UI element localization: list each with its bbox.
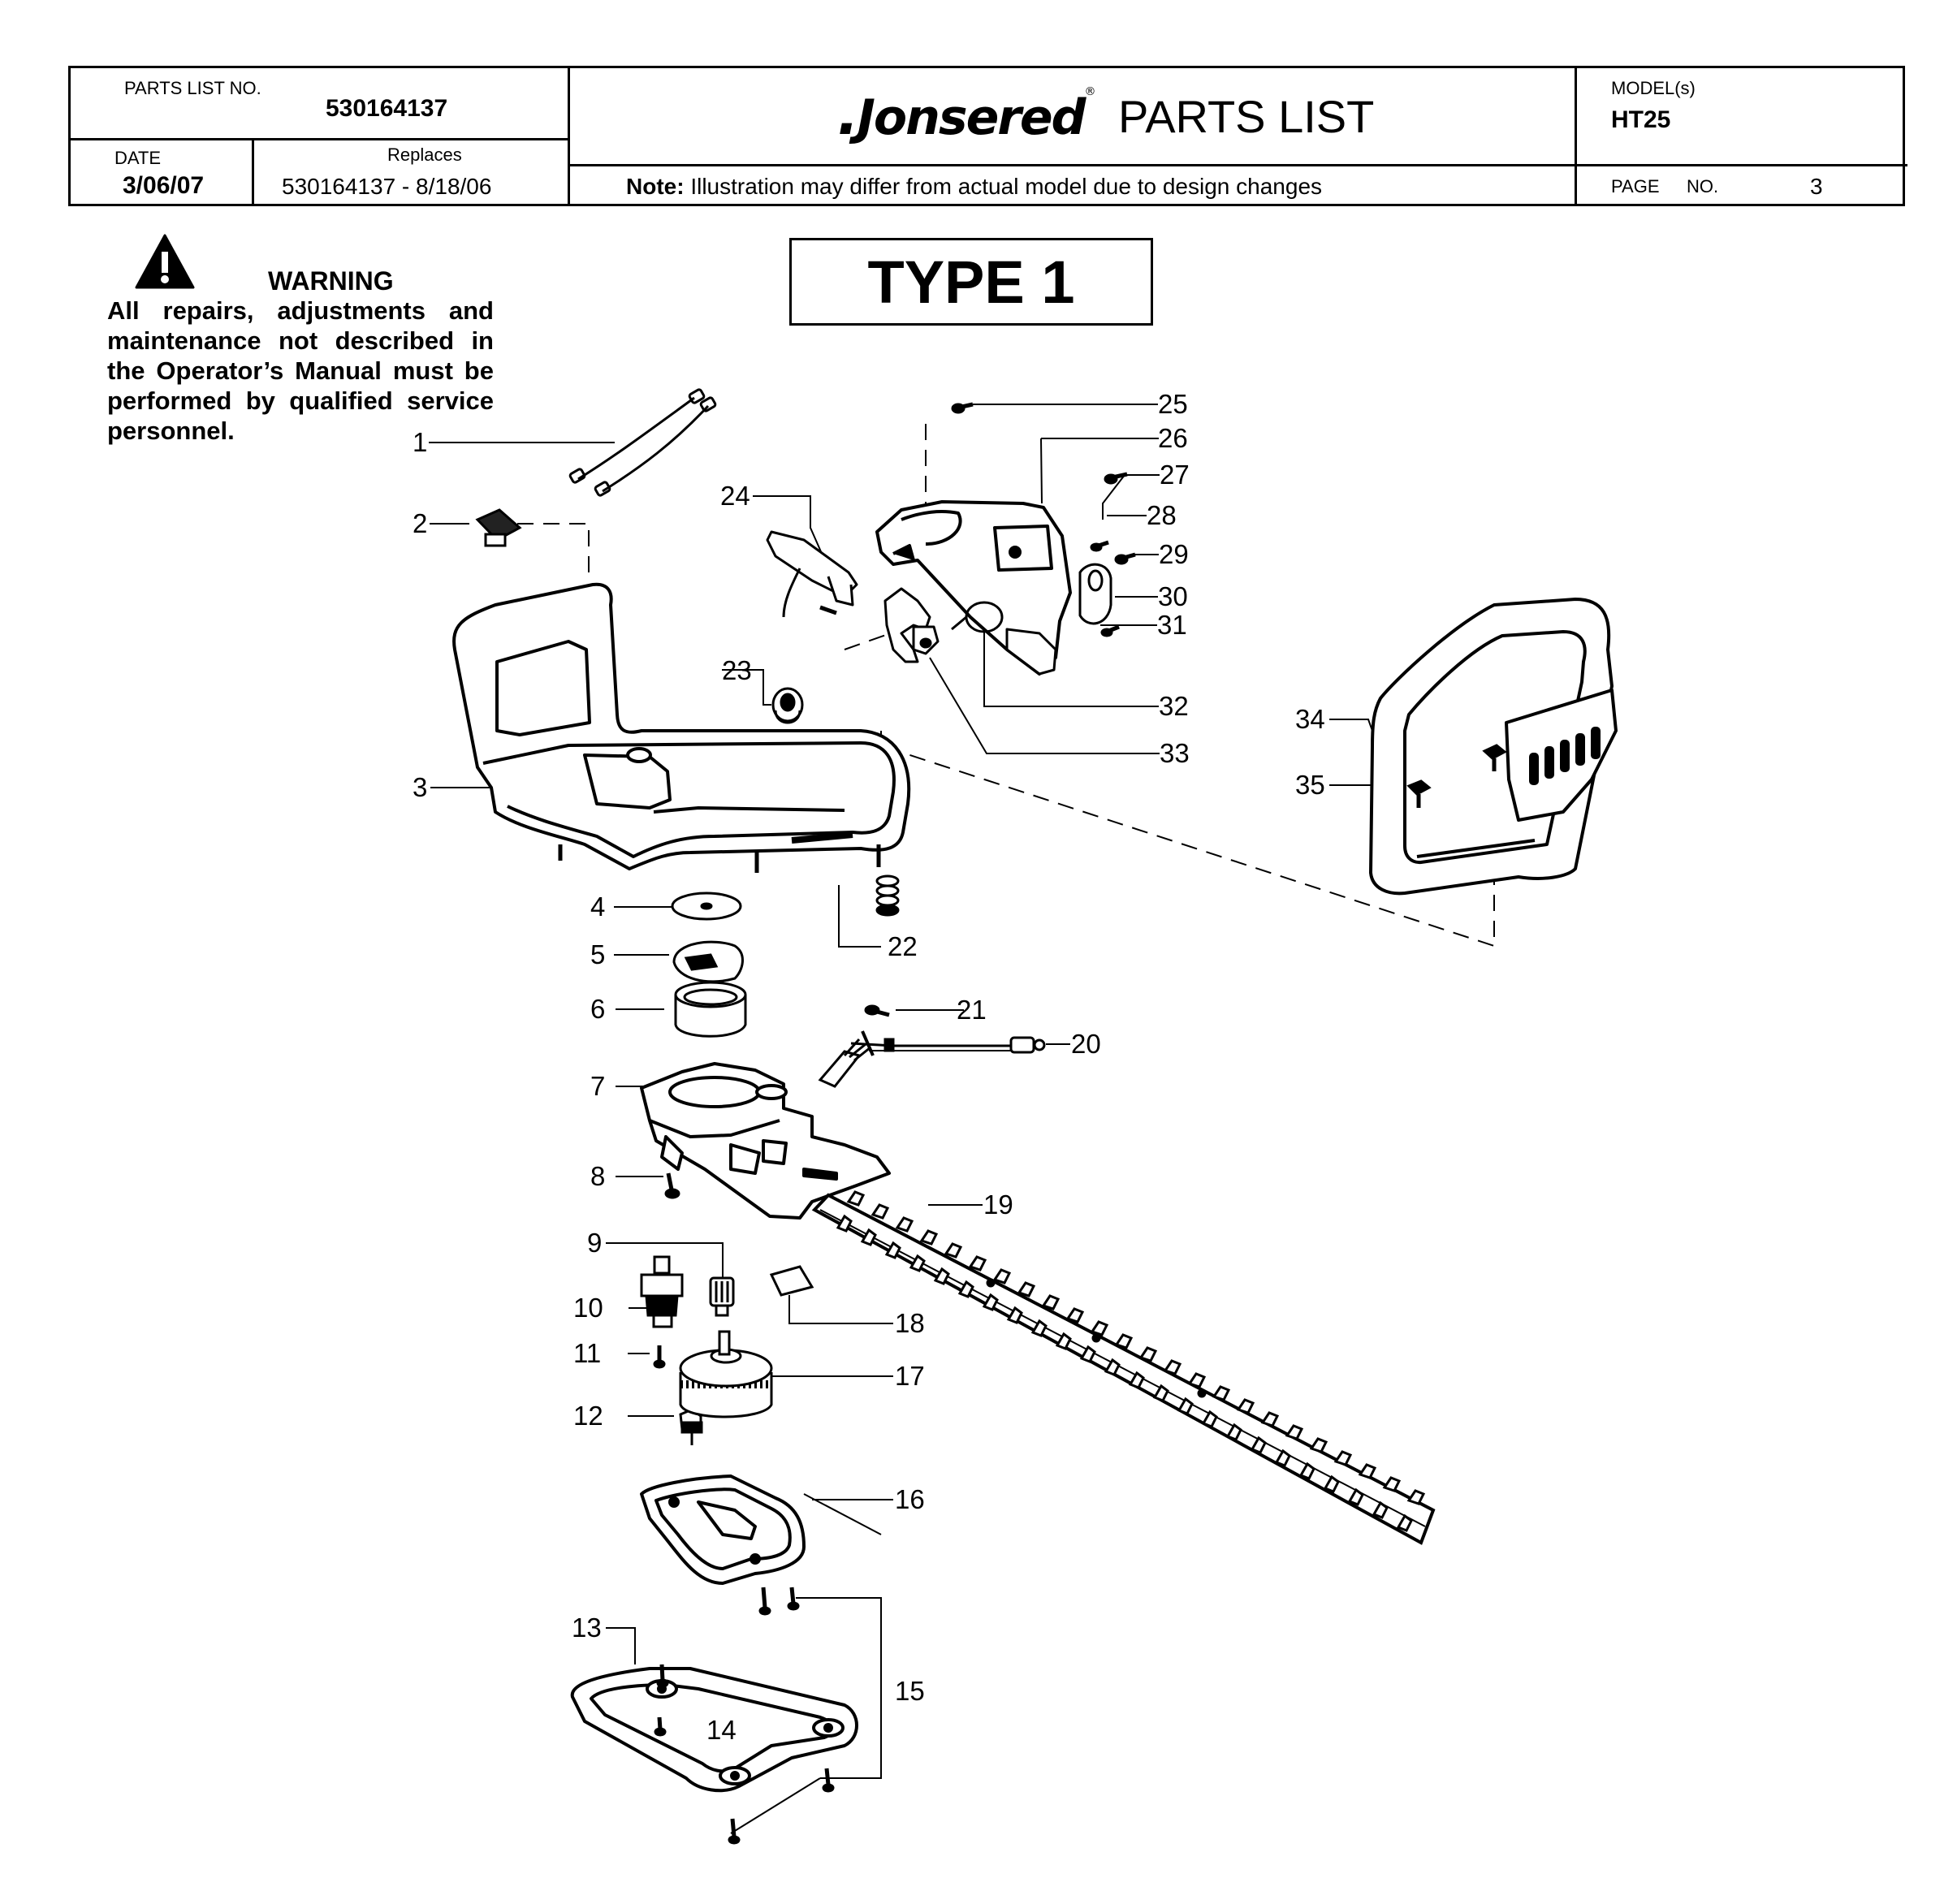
part-24-throttle-lock: [766, 530, 858, 618]
callout-18: 18: [895, 1308, 925, 1338]
part-13-bottom-guard: [570, 1667, 858, 1793]
part-7-gear-housing: [640, 1062, 891, 1220]
callout-19: 19: [983, 1189, 1013, 1220]
illustration-note: Note: Illustration may differ from actua…: [626, 174, 1323, 199]
models-value: HT25: [1611, 106, 1671, 133]
part-16-cover-plate: [640, 1474, 806, 1585]
type-label: TYPE 1: [789, 238, 1153, 326]
parts-list-number: 530164137: [326, 95, 448, 122]
callout-1: 1: [413, 427, 427, 457]
callout-25: 25: [1158, 389, 1188, 419]
callout-34: 34: [1295, 704, 1325, 734]
header-divider: [252, 138, 254, 204]
callout-13: 13: [572, 1613, 602, 1643]
part-11-screw: [653, 1345, 666, 1369]
header-divider: [1575, 164, 1907, 166]
callout-29: 29: [1159, 539, 1189, 569]
part-27-screw: [1104, 473, 1118, 485]
part-14-screws: [654, 1664, 669, 1737]
brand-logo: .Jonsered®: [837, 81, 1096, 148]
part-35-screws: [1406, 744, 1507, 808]
part-6-clutch-drum: [674, 981, 747, 1038]
date-label: DATE: [114, 148, 162, 168]
page-number: 3: [1810, 174, 1823, 199]
callout-9: 9: [587, 1228, 602, 1258]
callout-6: 6: [590, 994, 605, 1024]
callout-labels: 1 2 3 4 5 6 7 8 9 10 11 12 13 14 15 16 1…: [413, 389, 1325, 1745]
callout-10: 10: [573, 1293, 603, 1323]
date-value: 3/06/07: [123, 172, 205, 199]
part-20-throttle-cable: [818, 1030, 1046, 1088]
page-title: PARTS LIST: [1118, 91, 1375, 142]
callout-14: 14: [706, 1715, 737, 1745]
callout-35: 35: [1295, 770, 1325, 800]
callout-32: 32: [1159, 691, 1189, 721]
header-divider: [1575, 68, 1577, 204]
callout-33: 33: [1160, 738, 1190, 768]
callout-24: 24: [720, 481, 750, 511]
callout-3: 3: [413, 772, 427, 802]
warning-text: All repairs, adjustments and maintenance…: [107, 296, 494, 445]
part-30-trigger-plate: [1078, 563, 1112, 625]
header-divider: [71, 138, 568, 140]
callout-2: 2: [413, 508, 427, 538]
cover-screws: [951, 402, 1136, 637]
page-label: PAGE: [1611, 176, 1660, 196]
callout-15: 15: [895, 1676, 925, 1706]
callout-28: 28: [1147, 500, 1177, 530]
models-label: MODEL(s): [1611, 78, 1696, 98]
callout-8: 8: [590, 1161, 605, 1191]
part-22-spring: [875, 874, 900, 917]
part-23-plug: [771, 687, 804, 724]
page-no-label: NO.: [1687, 176, 1719, 196]
part-1-wire-harness: [568, 388, 717, 497]
callout-26: 26: [1158, 423, 1188, 453]
callout-17: 17: [895, 1361, 925, 1391]
callout-12: 12: [573, 1401, 603, 1431]
part-28-screw: [1090, 542, 1103, 552]
part-15-screws: [728, 1587, 835, 1845]
parts-list-header: PARTS LIST NO. 530164137 DATE 3/06/07 Re…: [68, 66, 1907, 206]
callout-4: 4: [590, 892, 605, 922]
callout-30: 30: [1158, 581, 1188, 611]
part-26-lower-cover: [1005, 628, 1057, 676]
callout-5: 5: [590, 939, 605, 969]
callout-23: 23: [722, 655, 752, 685]
warning-triangle-icon: [135, 234, 195, 289]
parts-list-no-label: PARTS LIST NO.: [124, 78, 261, 98]
part-3-rear-handle-housing: [452, 582, 911, 873]
callout-7: 7: [590, 1071, 605, 1101]
part-25-screw: [951, 403, 966, 414]
callout-31: 31: [1157, 610, 1187, 640]
part-21-screw: [864, 1004, 890, 1017]
callout-20: 20: [1071, 1029, 1101, 1059]
part-19-cutting-blade: [811, 1190, 1436, 1545]
part-18-felt-pad: [769, 1265, 814, 1297]
part-33-throttle-trigger: [883, 587, 940, 663]
part-4-washer: [671, 892, 742, 921]
part-32-torsion-spring: [951, 601, 1004, 633]
callout-27: 27: [1160, 460, 1190, 490]
callout-21: 21: [957, 995, 987, 1025]
header-divider: [568, 68, 570, 204]
part-5-clutch-plate: [672, 940, 744, 983]
part-31-screw: [1100, 628, 1113, 637]
part-2-switch: [475, 508, 522, 547]
part-8-screw: [664, 1172, 680, 1199]
part-10-drive-shaft-bearing: [640, 1255, 684, 1328]
part-17-crank-gear: [679, 1330, 773, 1418]
replaces-value: 530164137 - 8/18/06: [282, 174, 492, 199]
part-9-pinion-gear: [709, 1276, 735, 1317]
callout-11: 11: [573, 1338, 601, 1368]
replaces-label: Replaces: [387, 145, 462, 165]
callout-16: 16: [895, 1484, 925, 1514]
warning-title: WARNING: [268, 266, 394, 296]
part-29-screw: [1114, 554, 1129, 565]
header-divider: [568, 164, 1575, 166]
callout-22: 22: [888, 931, 918, 961]
